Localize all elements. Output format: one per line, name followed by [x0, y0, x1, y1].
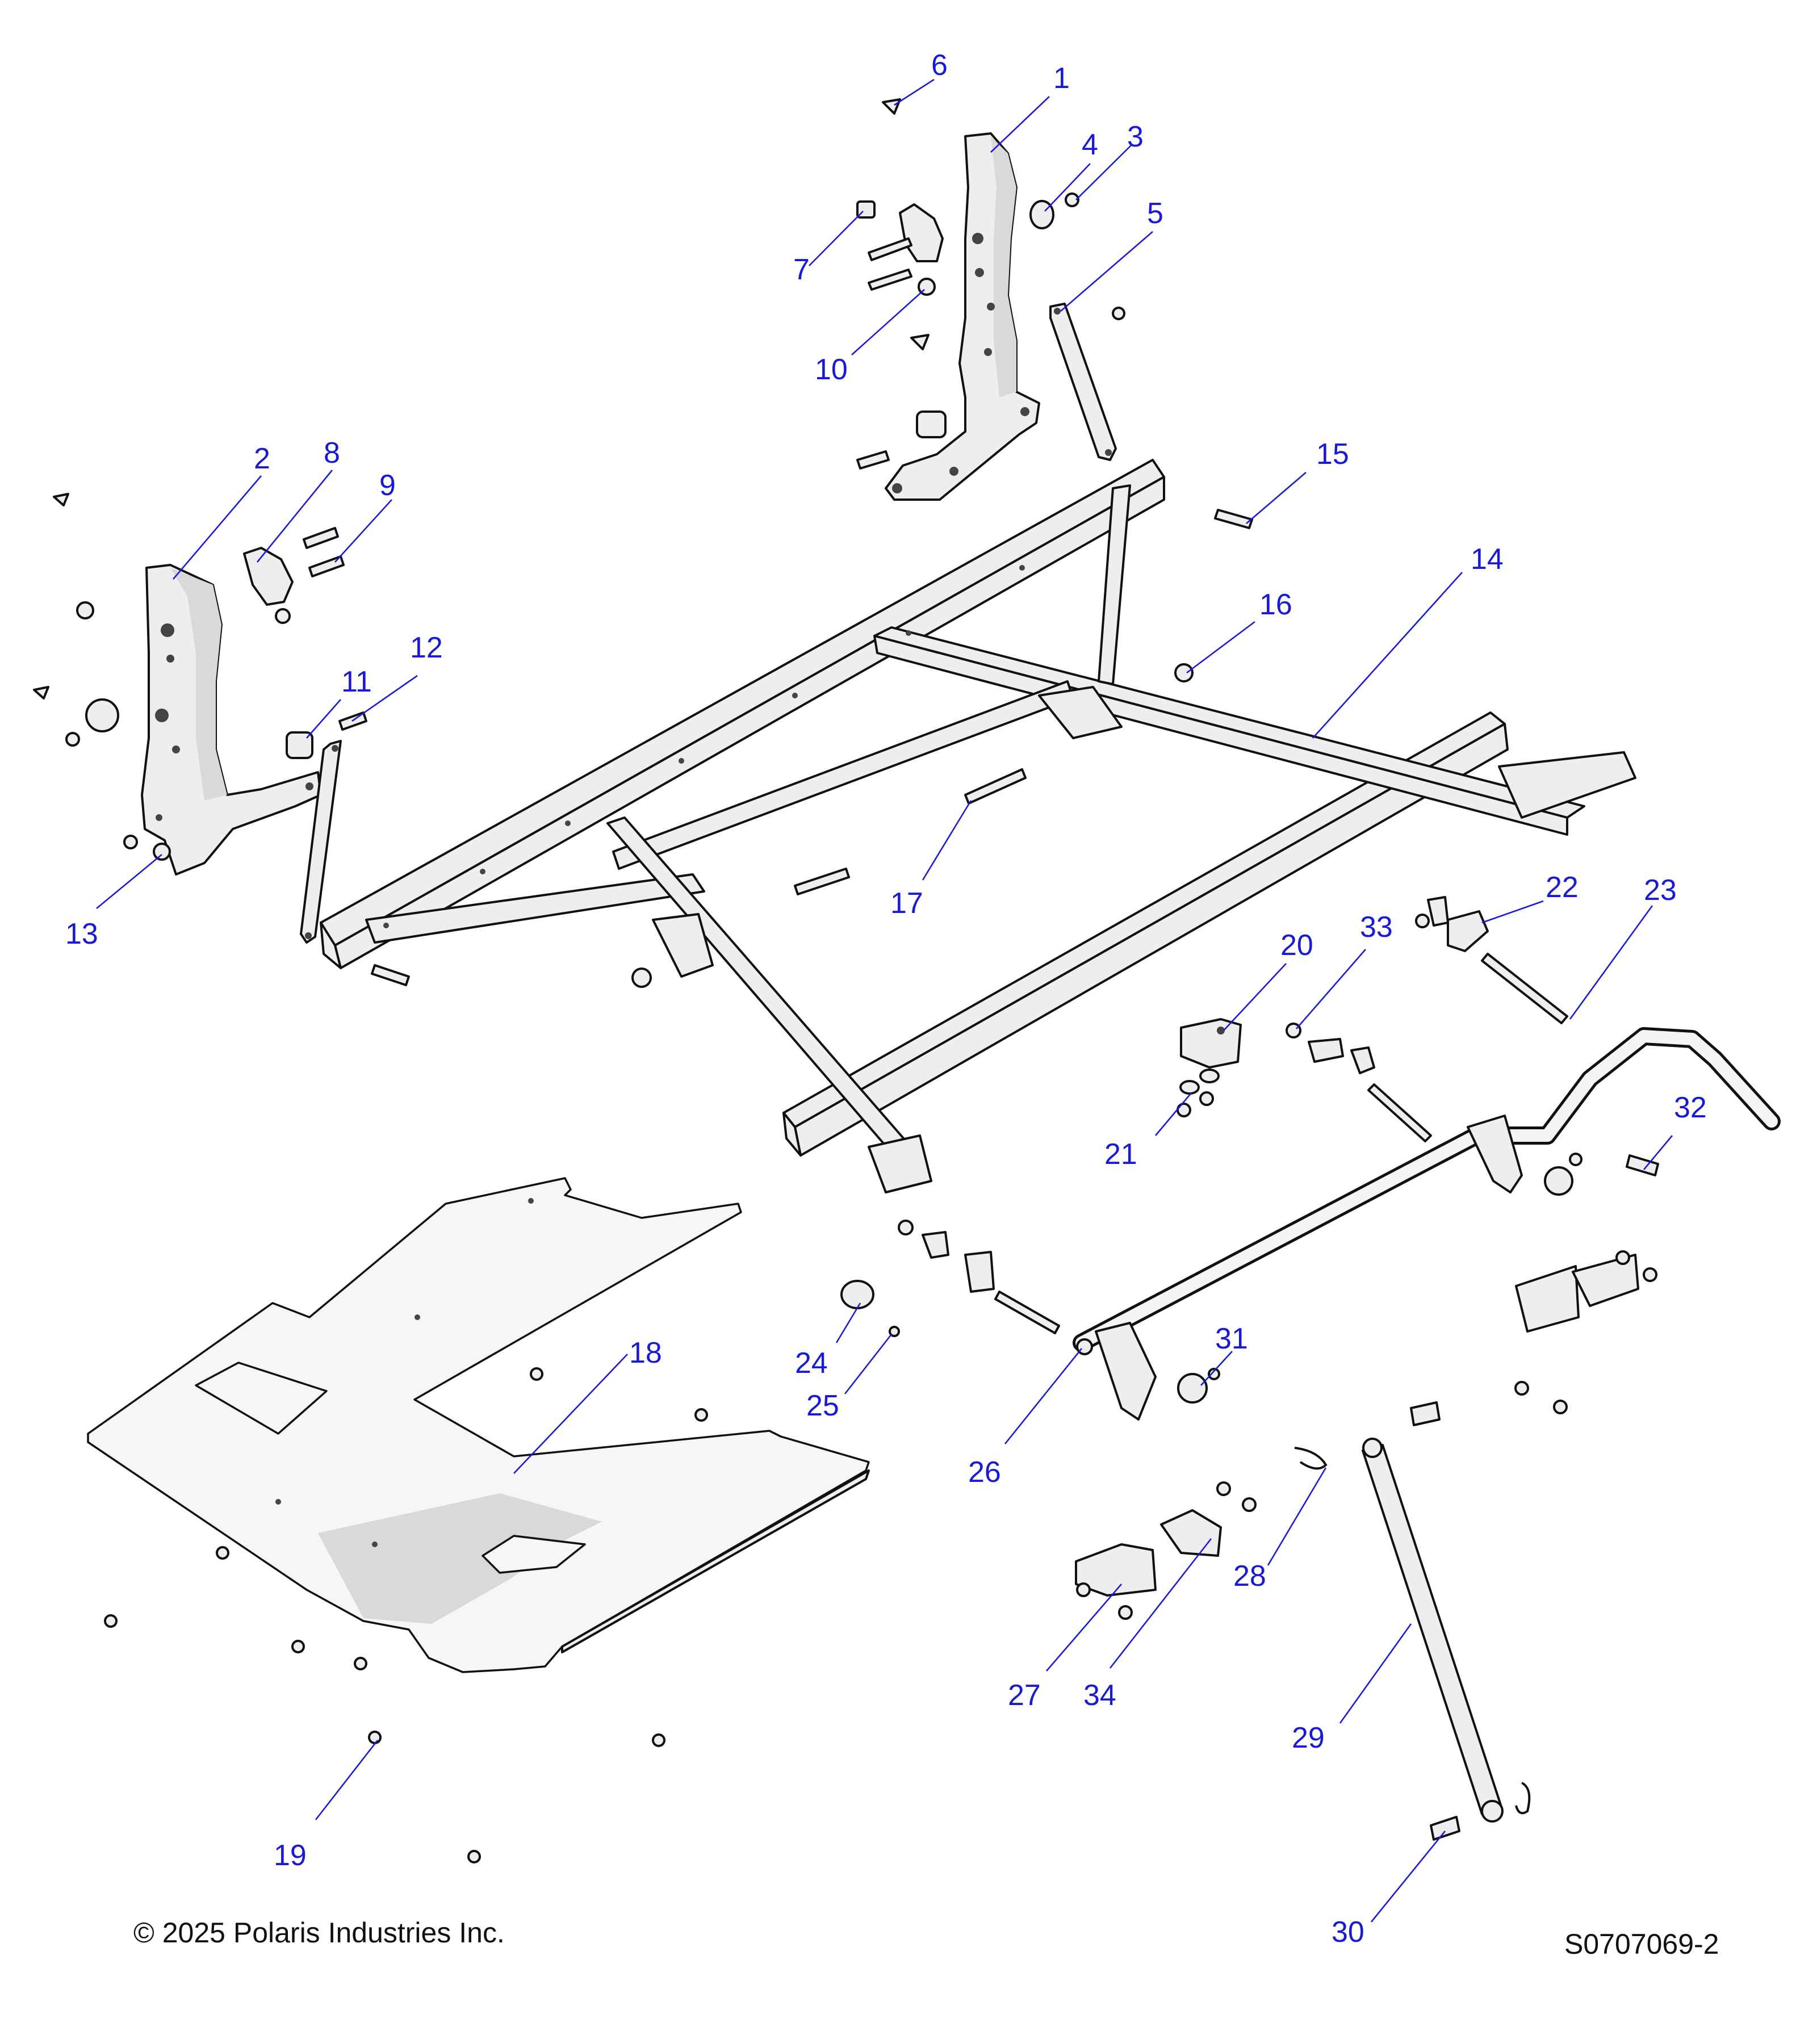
- part-21-washers-bolts: [1177, 1069, 1220, 1117]
- callout-5: 5: [1147, 197, 1163, 230]
- callout-32: 32: [1674, 1091, 1707, 1124]
- callout-14: 14: [1471, 543, 1504, 576]
- clamp-left-lower: [898, 1220, 1060, 1334]
- callout-8: 8: [324, 437, 340, 470]
- part-34-plate: [1160, 1481, 1257, 1557]
- callout-6: 6: [931, 49, 948, 82]
- part-15-bolt: [1214, 509, 1253, 529]
- callout-7: 7: [793, 253, 810, 286]
- callout-1: 1: [1053, 62, 1070, 95]
- bolt-lower: [856, 450, 890, 470]
- sway-bar-link-right: [1467, 1115, 1523, 1193]
- part-24-bushing: [840, 1280, 874, 1309]
- part-33-nut: [1286, 1023, 1432, 1142]
- callout-22: 22: [1546, 871, 1579, 904]
- clamp-bracket-upper: [868, 203, 944, 291]
- callout-29: 29: [1292, 1722, 1325, 1754]
- part-27-bracket: [1075, 1543, 1157, 1620]
- callout-10: 10: [815, 353, 848, 386]
- bolts-left-pair: [303, 527, 345, 577]
- part-1-right-upright-bracket: [885, 132, 1040, 501]
- left-link-strap: [300, 740, 342, 944]
- part-20-mount-pad: [1180, 1018, 1242, 1069]
- callout-16: 16: [1259, 588, 1292, 621]
- callout-9: 9: [379, 469, 396, 502]
- callout-17: 17: [890, 887, 923, 920]
- part-22-clamp: [1415, 896, 1489, 952]
- callout-12: 12: [410, 631, 443, 664]
- part-17-bolt: [371, 768, 1027, 988]
- part-25-nut: [889, 1326, 900, 1337]
- brackets-right-pair: [1514, 1250, 1657, 1414]
- part-29-gas-strut: [1362, 1401, 1531, 1823]
- part-13-nut: [153, 843, 171, 861]
- callout-labels: 1 2 3 4 5 6 7 8 9 10 11 12 13 14 15 16 1…: [65, 49, 1707, 1949]
- callout-3: 3: [1127, 120, 1144, 153]
- callout-31: 31: [1215, 1322, 1248, 1355]
- callout-26: 26: [968, 1456, 1001, 1489]
- clip-small: [910, 307, 1125, 350]
- part-14-frame: [320, 459, 1636, 1193]
- part-3-nut: [1065, 192, 1079, 207]
- callout-30: 30: [1332, 1916, 1364, 1949]
- callout-23: 23: [1644, 874, 1677, 907]
- callout-25: 25: [806, 1389, 839, 1422]
- callout-33: 33: [1360, 911, 1393, 944]
- callout-24: 24: [795, 1347, 828, 1380]
- part-28-clip-pin: [1294, 1447, 1328, 1470]
- callout-27: 27: [1008, 1679, 1041, 1712]
- part-23-bolt: [1481, 953, 1568, 1024]
- drawing-id: S0707069-2: [1564, 1928, 1719, 1960]
- part-8-clamp: [243, 547, 294, 606]
- sway-bar-link-left: [1095, 1322, 1157, 1421]
- part-2-left-upright-bracket: [141, 564, 322, 876]
- part-31-bushing: [1177, 1368, 1220, 1404]
- part-30-pin: [1430, 1816, 1460, 1841]
- part-18-skid-plate: [87, 1177, 870, 1673]
- part-5-link-strap: [1049, 303, 1117, 461]
- clip-left: [33, 493, 69, 700]
- part-16-nut: [1174, 663, 1194, 682]
- callout-4: 4: [1082, 128, 1098, 161]
- callout-20: 20: [1280, 929, 1313, 962]
- part-11-bushing: [286, 731, 313, 759]
- callout-2: 2: [254, 442, 270, 475]
- callout-13: 13: [65, 918, 98, 950]
- rubber-bushing: [916, 411, 947, 438]
- callout-15: 15: [1316, 438, 1349, 471]
- copyright-notice: © 2025 Polaris Industries Inc.: [133, 1917, 505, 1949]
- callout-18: 18: [629, 1337, 662, 1369]
- callout-19: 19: [274, 1839, 307, 1872]
- part-6-clip: [882, 98, 901, 115]
- callout-11: 11: [341, 665, 372, 698]
- nut-left-small: [65, 601, 291, 849]
- callout-21: 21: [1104, 1138, 1137, 1171]
- part-32-link-bolt: [1626, 1154, 1659, 1176]
- leader-lines: [96, 78, 1673, 1922]
- callout-34: 34: [1083, 1679, 1116, 1712]
- bushing-right: [1544, 1153, 1582, 1196]
- callout-28: 28: [1233, 1560, 1266, 1593]
